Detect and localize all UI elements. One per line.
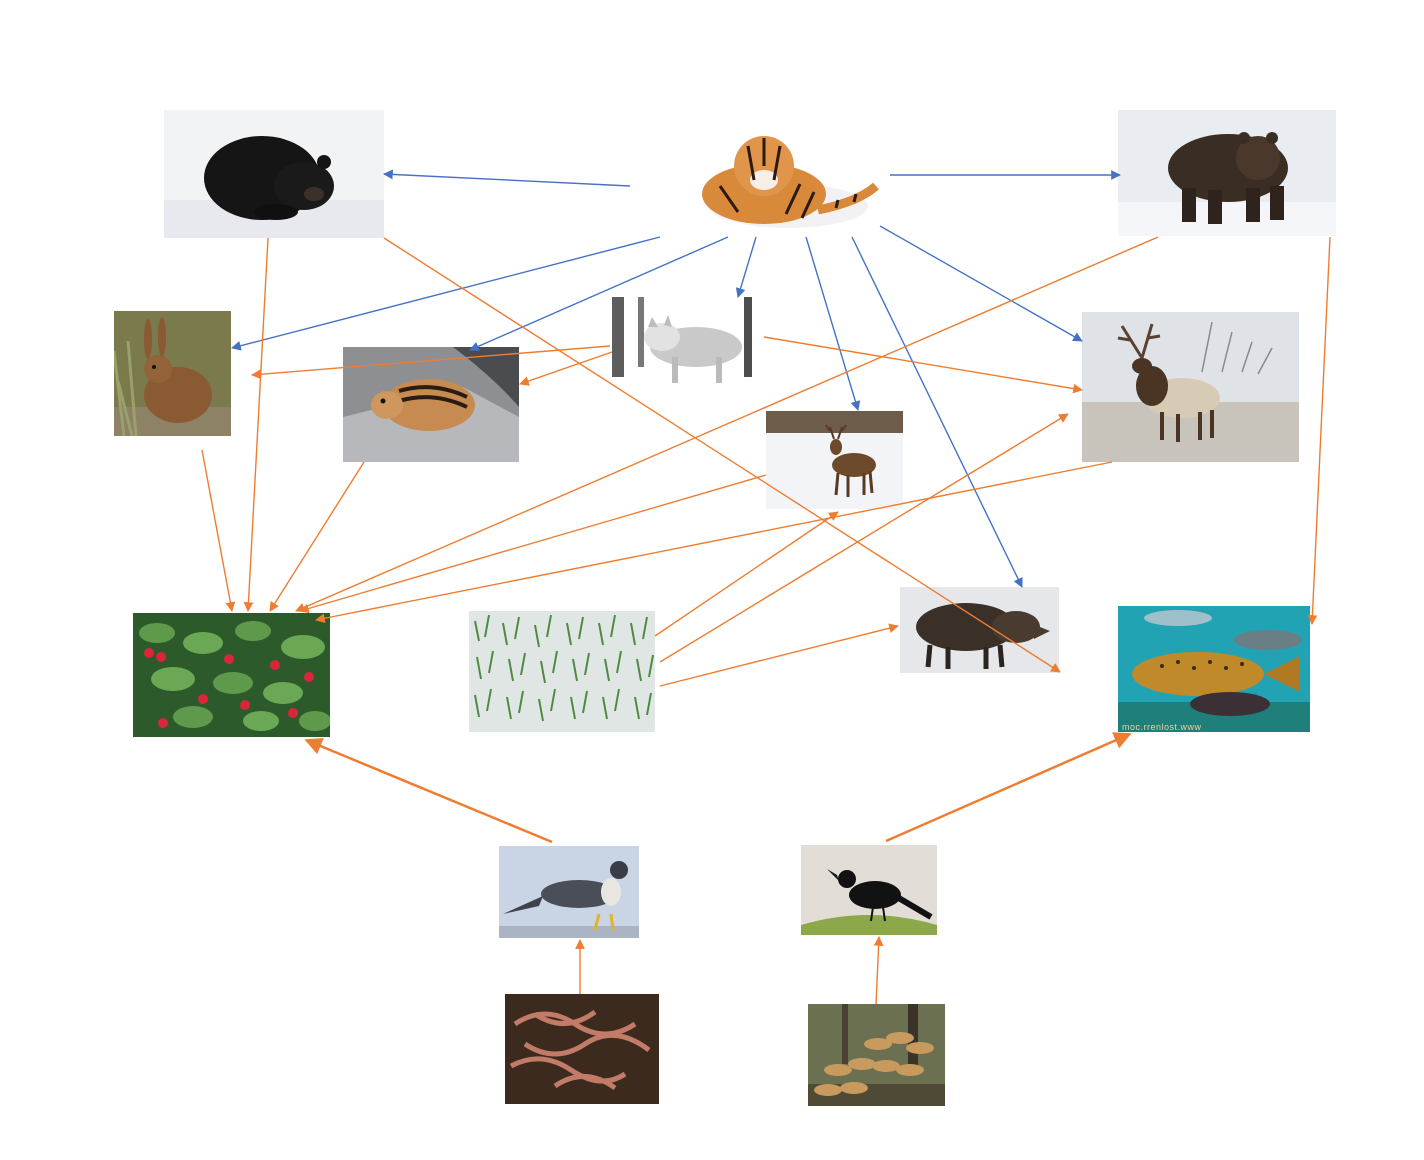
link-grass-to-wild-boar xyxy=(659,623,899,687)
link-wolf-to-hare xyxy=(251,345,611,380)
link-wolf-to-elk xyxy=(763,336,1083,394)
berry-shrub-icon xyxy=(133,613,330,737)
boar-icon xyxy=(900,587,1059,673)
wolf-icon xyxy=(612,297,764,397)
link-grass-to-elk xyxy=(659,413,1069,663)
brown-bear-icon xyxy=(1118,110,1336,236)
link-amur-tiger-to-black-bear xyxy=(383,169,631,187)
link-raven-to-trout xyxy=(885,732,1132,843)
link-hare-to-berry-shrub xyxy=(201,449,236,612)
worm-icon xyxy=(505,994,659,1104)
trout-image-caption: moc.rrenlost.www xyxy=(1122,722,1202,732)
raven-icon xyxy=(801,845,937,935)
elk-icon xyxy=(1082,312,1299,462)
link-brown-bear-to-berry-shrub xyxy=(295,236,1159,612)
fish-icon xyxy=(1118,606,1310,732)
tiger-icon xyxy=(668,122,886,234)
link-falcon-to-berry-shrub xyxy=(304,737,553,844)
link-black-bear-to-berry-shrub xyxy=(243,237,269,612)
link-elk-to-berry-shrub xyxy=(315,461,1113,624)
chipmunk-icon xyxy=(343,347,519,462)
link-wolf-to-chipmunk xyxy=(519,351,613,386)
link-amur-tiger-to-hare xyxy=(231,236,661,351)
link-amur-tiger-to-sika-deer xyxy=(805,236,861,411)
link-amur-tiger-to-wild-boar xyxy=(851,236,1023,588)
mushroom-icon xyxy=(808,1004,945,1106)
link-brown-bear-to-trout xyxy=(1307,236,1331,625)
link-amur-tiger-to-wolf xyxy=(735,236,757,298)
black-bear-icon xyxy=(164,110,384,238)
link-black-bear-to-trout xyxy=(383,237,1061,673)
link-mushrooms-to-raven xyxy=(873,936,884,1005)
link-sika-deer-to-berry-shrub xyxy=(299,474,767,614)
link-amur-tiger-to-chipmunk xyxy=(469,236,729,351)
link-amur-tiger-to-elk xyxy=(879,225,1083,342)
hare-icon xyxy=(114,311,231,436)
falcon-icon xyxy=(499,846,639,938)
link-grass-to-sika-deer xyxy=(654,511,839,637)
link-chipmunk-to-berry-shrub xyxy=(269,461,365,612)
deer-icon xyxy=(766,411,903,509)
grass-icon xyxy=(469,611,655,732)
